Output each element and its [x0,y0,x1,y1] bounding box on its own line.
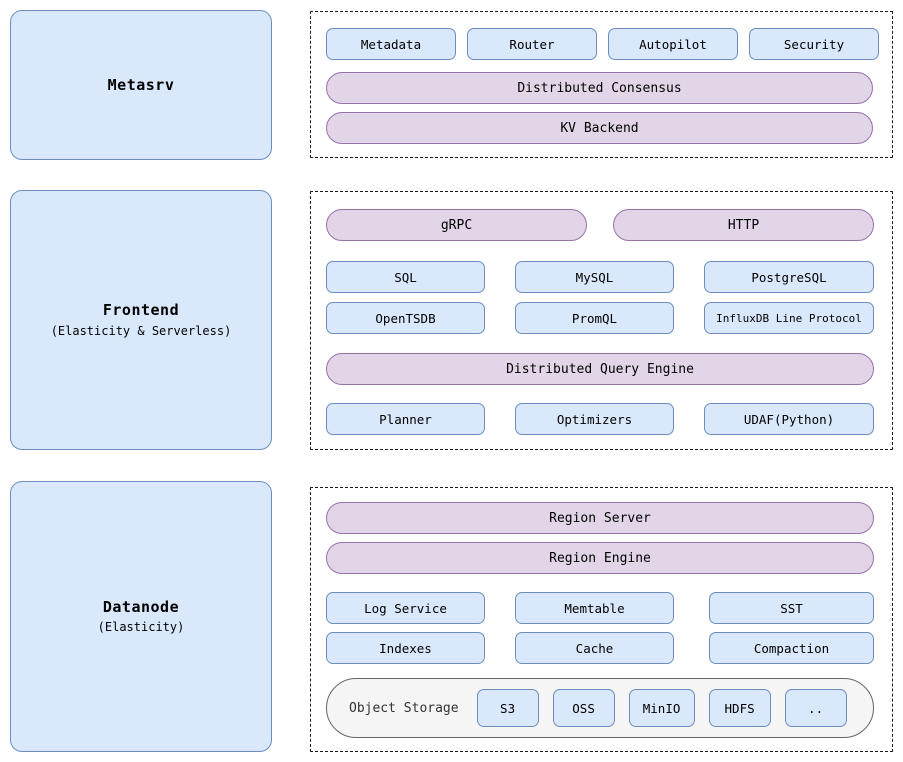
frontend-engine-planner[interactable]: Planner [326,403,485,435]
metasrv-components-row: Metadata Router Autopilot Security [326,28,879,60]
frontend-group: gRPC HTTP SQL MySQL PostgreSQL OpenTSDB … [310,191,893,450]
datanode-component-log-service[interactable]: Log Service [326,592,485,624]
frontend-interface-postgresql[interactable]: PostgreSQL [704,261,874,293]
frontend-engine-optimizers[interactable]: Optimizers [515,403,674,435]
storage-backend-more[interactable]: .. [784,689,847,727]
metasrv-component-security[interactable]: Security [749,28,879,60]
frontend-pill-http[interactable]: HTTP [613,209,874,241]
frontend-interface-influxdb-line-protocol[interactable]: InfluxDB Line Protocol [704,302,874,334]
metasrv-panel[interactable]: Metasrv [10,10,272,160]
datanode-panel-title: Datanode [102,597,180,616]
datanode-component-indexes[interactable]: Indexes [326,632,485,664]
metasrv-component-metadata[interactable]: Metadata [326,28,456,60]
frontend-pill-grpc[interactable]: gRPC [326,209,587,241]
datanode-component-cache[interactable]: Cache [515,632,674,664]
frontend-pill-distributed-query-engine[interactable]: Distributed Query Engine [326,353,874,385]
frontend-engine-udaf-python[interactable]: UDAF(Python) [704,403,874,435]
object-storage-shell: Object Storage S3 OSS MinIO HDFS .. [326,678,874,738]
frontend-panel-subtitle: (Elasticity & Serverless) [50,323,232,338]
metasrv-panel-title: Metasrv [107,75,175,94]
storage-backend-oss[interactable]: OSS [552,689,615,727]
storage-backend-hdfs[interactable]: HDFS [708,689,771,727]
object-storage-label: Object Storage [349,700,459,716]
datanode-panel[interactable]: Datanode (Elasticity) [10,481,272,752]
frontend-interface-sql[interactable]: SQL [326,261,485,293]
storage-backend-s3[interactable]: S3 [476,689,539,727]
datanode-component-memtable[interactable]: Memtable [515,592,674,624]
frontend-interface-mysql[interactable]: MySQL [515,261,674,293]
datanode-pill-region-server[interactable]: Region Server [326,502,874,534]
metasrv-pill-kv-backend[interactable]: KV Backend [326,112,873,144]
metasrv-group: Metadata Router Autopilot Security Distr… [310,11,893,158]
storage-backend-minio[interactable]: MinIO [628,689,695,727]
metasrv-component-router[interactable]: Router [467,28,597,60]
frontend-interface-promql[interactable]: PromQL [515,302,674,334]
datanode-panel-subtitle: (Elasticity) [97,620,185,635]
datanode-pill-region-engine[interactable]: Region Engine [326,542,874,574]
datanode-component-sst[interactable]: SST [709,592,874,624]
frontend-panel[interactable]: Frontend (Elasticity & Serverless) [10,190,272,450]
metasrv-pill-distributed-consensus[interactable]: Distributed Consensus [326,72,873,104]
frontend-panel-title: Frontend [102,301,180,320]
frontend-interface-opentsdb[interactable]: OpenTSDB [326,302,485,334]
datanode-component-compaction[interactable]: Compaction [709,632,874,664]
metasrv-component-autopilot[interactable]: Autopilot [608,28,738,60]
datanode-group: Region Server Region Engine Log Service … [310,487,893,752]
